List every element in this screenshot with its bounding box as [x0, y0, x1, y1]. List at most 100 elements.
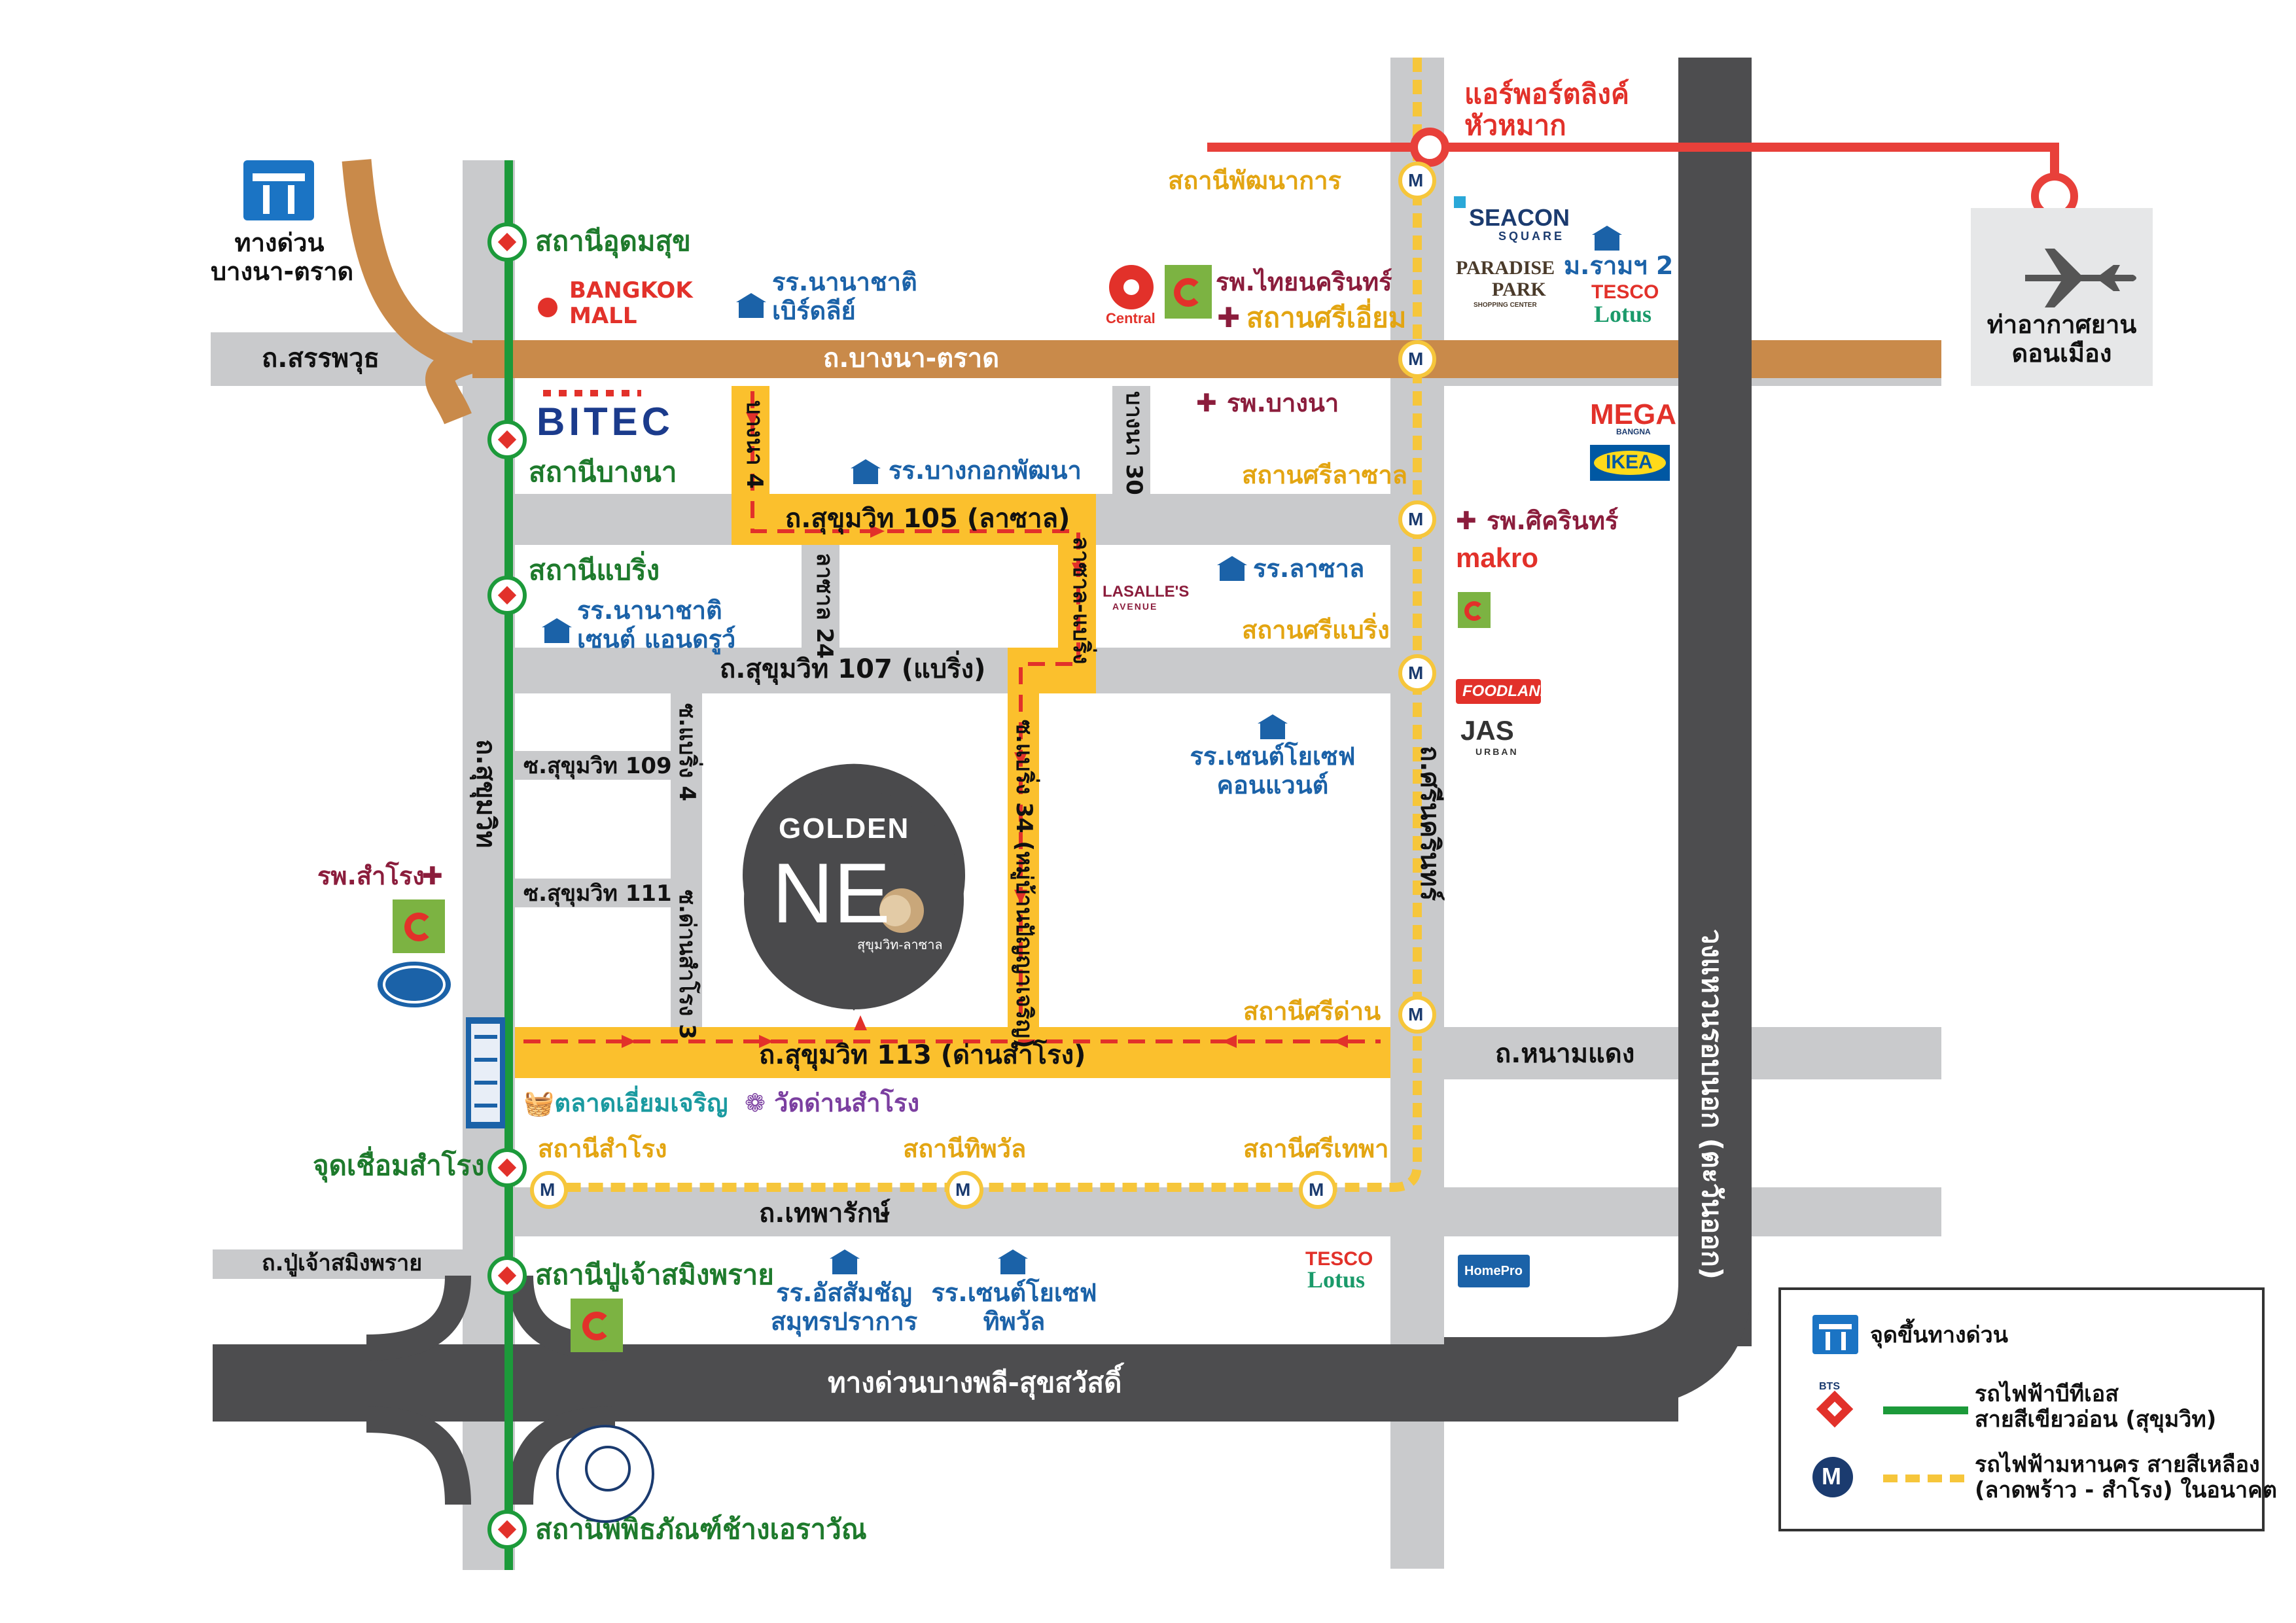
school-st-andrews: รร.นานาชาติ เซนต์ แอนดรูว์ — [577, 596, 735, 654]
school-st-joseph-convent: รร.เซนต์โยเซฟ คอนแวนต์ — [1184, 742, 1361, 799]
golden-neo-o-mark-inner — [879, 895, 911, 926]
mrt-station-icon: M — [1398, 500, 1436, 538]
legend-bts-line — [1883, 1406, 1968, 1414]
golden-neo-logo-ne: NE — [772, 845, 891, 941]
lasalles-avenue-logo: LASALLE'S — [1103, 583, 1190, 601]
expressway-label-line1: ทางด่วน — [234, 228, 325, 257]
mrt-phatthanakan: สถานีพัฒนาการ — [1168, 166, 1341, 195]
legend-bts-icon: BTS — [1812, 1382, 1858, 1428]
airport-link-station — [1410, 128, 1449, 167]
university-icon — [1592, 226, 1622, 251]
mrt-si-iam: สถานศรีเอี่ยม — [1246, 302, 1407, 334]
road-label-soi111: ซ.สุขุมวิท 111 — [523, 881, 672, 907]
samrong-hospital: รพ.สำโรง — [317, 862, 425, 890]
airport-link-label: แอร์พอร์ตลิงค์ หัวหมาก — [1464, 78, 1629, 142]
road-outer-ring — [1678, 58, 1752, 1346]
school-icon — [736, 293, 766, 318]
arrow — [746, 412, 759, 427]
legend-bts-line1: รถไฟฟ้าบีทีเอส — [1975, 1381, 2119, 1407]
bts-station-icon — [487, 576, 527, 615]
basket-icon: 🧺 — [523, 1089, 555, 1117]
road-sukhumvit107 — [515, 648, 1390, 693]
homepro-logo: HomePro — [1464, 1264, 1523, 1278]
road-label-thepharak: ถ.เทพารักษ์ — [759, 1198, 891, 1229]
jas-logo: JAS — [1460, 715, 1514, 746]
hospital-cross-icon: ✚ — [1456, 506, 1477, 535]
school-st-andrews-line1: รร.นานาชาติ — [577, 596, 722, 625]
iam-charoen-market-label: ตลาดเอี่ยมเจริญ — [554, 1089, 728, 1117]
road-label-expressway-bangphli: ทางด่วนบางพลี-สุขสวัสดิ์ — [828, 1367, 1122, 1399]
bangkok-mall-line2: MALL — [569, 303, 637, 330]
central-logo-text: Central — [1106, 310, 1156, 326]
bigc-logo-icon — [1165, 265, 1212, 319]
mega-bangna-logo: MEGA — [1590, 398, 1676, 430]
route-bg-sukhumvit113 — [515, 1027, 1390, 1078]
paradise-park-logo: PARADISE — [1456, 257, 1555, 279]
mrt-si-thepha: สถานีศรีเทพา — [1243, 1134, 1389, 1163]
mega-bangna-logo-sub: BANGNA — [1616, 427, 1651, 436]
arrow — [1222, 1035, 1237, 1048]
lotus-logo: Lotus — [1594, 301, 1652, 327]
mrt-si-lasan: สถานศรีลาซาล — [1242, 461, 1408, 489]
bts-bearing: สถานีแบริ่ง — [529, 554, 660, 586]
bangna-hospital: รพ.บางนา — [1227, 389, 1339, 417]
school-lasan: รร.ลาซาล — [1253, 554, 1365, 583]
airport-link-line1: แอร์พอร์ตลิงค์ — [1464, 78, 1629, 110]
wat-dan-samrong-label: วัดด่านสำโรง — [774, 1089, 919, 1117]
jas-logo-sub: URBAN — [1475, 746, 1519, 757]
tesco-logo: TESCO — [1305, 1248, 1373, 1270]
road-label-dan-samrong3: ซ.ด่านสำโรง 3 — [674, 890, 700, 1039]
route-bg-sukhumvit105 — [732, 494, 1096, 545]
bts-udom-suk: สถานีอุดมสุข — [535, 225, 691, 257]
arrow — [622, 1035, 636, 1048]
ramp-se-lower — [507, 1406, 616, 1505]
bts-bang-na: สถานีบางนา — [529, 456, 677, 488]
bts-station-icon — [487, 420, 527, 459]
bigc-logo-icon — [1458, 592, 1491, 628]
lotus-logo: Lotus — [1307, 1266, 1366, 1293]
foodland-logo-box: FOODLAND — [1456, 679, 1551, 704]
airport-label-line2: ดอนเมือง — [2011, 338, 2112, 368]
road-label-sukhumvit107: ถ.สุขุมวิท 107 (แบริ่ง) — [720, 654, 986, 684]
road-label-lasalle-bearing: ลาซาล-แบริ่ง — [1068, 536, 1094, 665]
school-birtley-line1: รร.นานาชาติ — [772, 268, 917, 296]
mrt-station-icon: M — [945, 1171, 983, 1209]
road-label-soi109: ซ.สุขุมวิท 109 — [523, 753, 672, 779]
makro-logo: makro — [1456, 542, 1539, 573]
bitec-logo: BITEC — [537, 400, 674, 444]
golden-neo-logo-golden: GOLDEN — [779, 812, 910, 845]
map-legend: จุดขึ้นทางด่วน BTS รถไฟฟ้าบีทีเอส สายสีเ… — [1778, 1287, 2277, 1531]
road-label-lasalle24: ลาซาล 24 — [811, 553, 838, 659]
arrow — [854, 1015, 867, 1030]
lasalles-avenue-logo-sub: AVENUE — [1112, 601, 1158, 612]
school-assumption: รร.อัสสัมชัญ สมุทรปราการ — [752, 1278, 936, 1336]
legend-mrt-line2: (ลาดพร้าว - สำโรง) ในอนาคต — [1975, 1477, 2277, 1504]
road-label-bangna-trad: ถ.บางนา-ตราด — [823, 343, 1000, 374]
bigc-logo-icon — [571, 1299, 623, 1352]
arrow — [1072, 563, 1085, 577]
plane-icon — [2025, 249, 2136, 307]
arrow — [870, 525, 885, 538]
ram-university-2: ม.รามฯ 2 — [1564, 251, 1674, 280]
seacon-logo: SEACON — [1469, 204, 1570, 231]
legend-expressway-icon — [1812, 1315, 1858, 1354]
ikea-logo-box: IKEA — [1590, 445, 1670, 481]
paradise-park-logo-3: SHOPPING CENTER — [1474, 302, 1537, 309]
school-icon — [998, 1249, 1028, 1274]
legend-expressway-label: จุดขึ้นทางด่วน — [1870, 1322, 2009, 1348]
mrt-station-icon: M — [1398, 162, 1436, 200]
school-icon — [1217, 556, 1247, 581]
bangkok-mall-label: BANGKOK MALL — [569, 277, 693, 330]
school-st-joseph-thip-line1: รร.เซนต์โยเซฟ — [931, 1278, 1097, 1307]
road-pu-chao — [213, 1249, 463, 1279]
road-label-bearing4: ซ.แบริ่ง 4 — [674, 703, 700, 801]
road-label-sukhumvit113: ถ.สุขุมวิท 113 (ด่านสำโรง) — [759, 1040, 1086, 1070]
mrt-yellow-line — [543, 58, 1422, 1192]
road-bangna30 — [1112, 386, 1150, 494]
school-st-joseph-thip-line2: ทิพวัล — [983, 1306, 1046, 1336]
homepro-logo-box: HomePro — [1458, 1255, 1530, 1287]
road-label-bangna4: บางนา 4 — [741, 400, 768, 489]
bts-station-icon — [487, 1256, 527, 1295]
mrt-station-icon: M — [1398, 996, 1436, 1034]
golden-neo-pin-body — [744, 790, 964, 1009]
